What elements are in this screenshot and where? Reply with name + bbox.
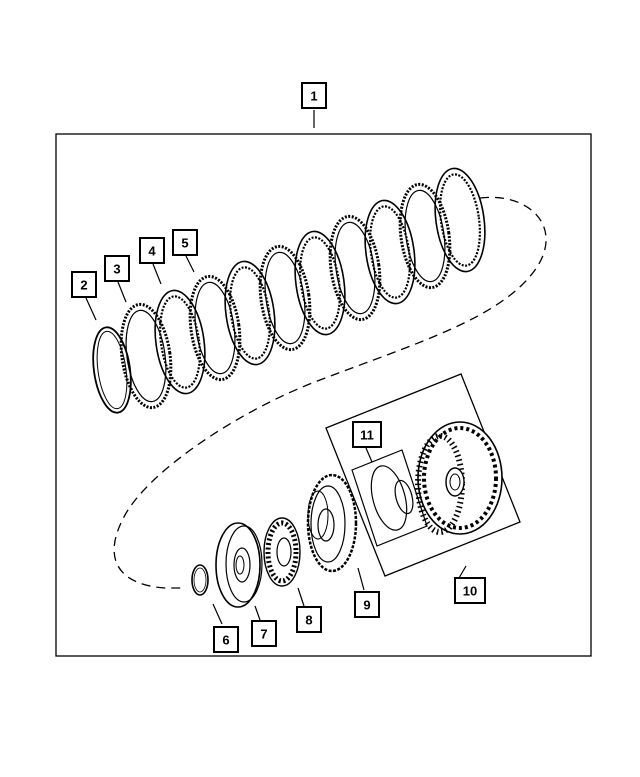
leader-10 bbox=[458, 565, 467, 579]
leader-3 bbox=[117, 281, 127, 303]
callout-7: 7 bbox=[251, 620, 277, 647]
clutch-plate-7 bbox=[258, 244, 312, 352]
assembly-frame bbox=[55, 133, 592, 657]
clutch-plate-8 bbox=[294, 230, 346, 336]
svg-text:11: 11 bbox=[360, 428, 374, 443]
leader-8 bbox=[297, 587, 305, 607]
callout-10: 10 bbox=[454, 577, 486, 604]
clutch-plate-11 bbox=[398, 182, 452, 290]
svg-text:1: 1 bbox=[310, 89, 317, 104]
pressure-plate-part-3 bbox=[119, 302, 173, 410]
clutch-plate-5 bbox=[188, 274, 242, 382]
svg-text:9: 9 bbox=[363, 598, 370, 613]
bearing-part-8 bbox=[263, 517, 301, 587]
seal-kit-box-11 bbox=[351, 449, 428, 547]
leader-2 bbox=[85, 297, 97, 321]
svg-text:8: 8 bbox=[305, 613, 312, 628]
svg-text:5: 5 bbox=[181, 236, 188, 251]
subkit-box-10 bbox=[325, 373, 521, 577]
callout-6: 6 bbox=[213, 626, 239, 653]
callout-5: 5 bbox=[172, 229, 198, 256]
clutch-drum bbox=[415, 421, 503, 535]
svg-text:4: 4 bbox=[148, 244, 156, 259]
dashed-grouping-loop bbox=[113, 196, 547, 589]
callout-8: 8 bbox=[296, 606, 322, 633]
leader-5 bbox=[185, 255, 195, 273]
hub-part-9 bbox=[306, 473, 358, 573]
seal-small bbox=[394, 479, 414, 515]
clutch-plate-10 bbox=[364, 199, 416, 305]
callout-9: 9 bbox=[354, 591, 380, 618]
svg-text:7: 7 bbox=[260, 627, 267, 642]
svg-text:10: 10 bbox=[463, 584, 477, 599]
callout-4: 4 bbox=[139, 237, 165, 264]
seal-large bbox=[370, 465, 408, 531]
leader-6 bbox=[212, 603, 223, 625]
svg-text:2: 2 bbox=[80, 278, 87, 293]
snap-ring-part-6 bbox=[191, 564, 209, 596]
clutch-pack bbox=[92, 167, 486, 414]
svg-text:3: 3 bbox=[113, 262, 120, 277]
leader-9 bbox=[357, 567, 365, 591]
callout-11: 11 bbox=[352, 421, 382, 448]
leader-11 bbox=[365, 447, 373, 463]
snap-ring-part-2 bbox=[92, 326, 132, 414]
piston-part-7 bbox=[215, 522, 263, 608]
clutch-plate-4 bbox=[154, 289, 206, 395]
leader-7 bbox=[254, 605, 261, 621]
clutch-plate-9 bbox=[328, 214, 382, 322]
callout-3: 3 bbox=[104, 255, 130, 282]
callout-2: 2 bbox=[71, 271, 97, 298]
callout-1: 1 bbox=[301, 82, 327, 109]
leader-4 bbox=[152, 263, 162, 285]
clutch-plate-6 bbox=[224, 260, 276, 366]
svg-text:6: 6 bbox=[222, 633, 229, 648]
clutch-plate-12 bbox=[434, 167, 486, 273]
